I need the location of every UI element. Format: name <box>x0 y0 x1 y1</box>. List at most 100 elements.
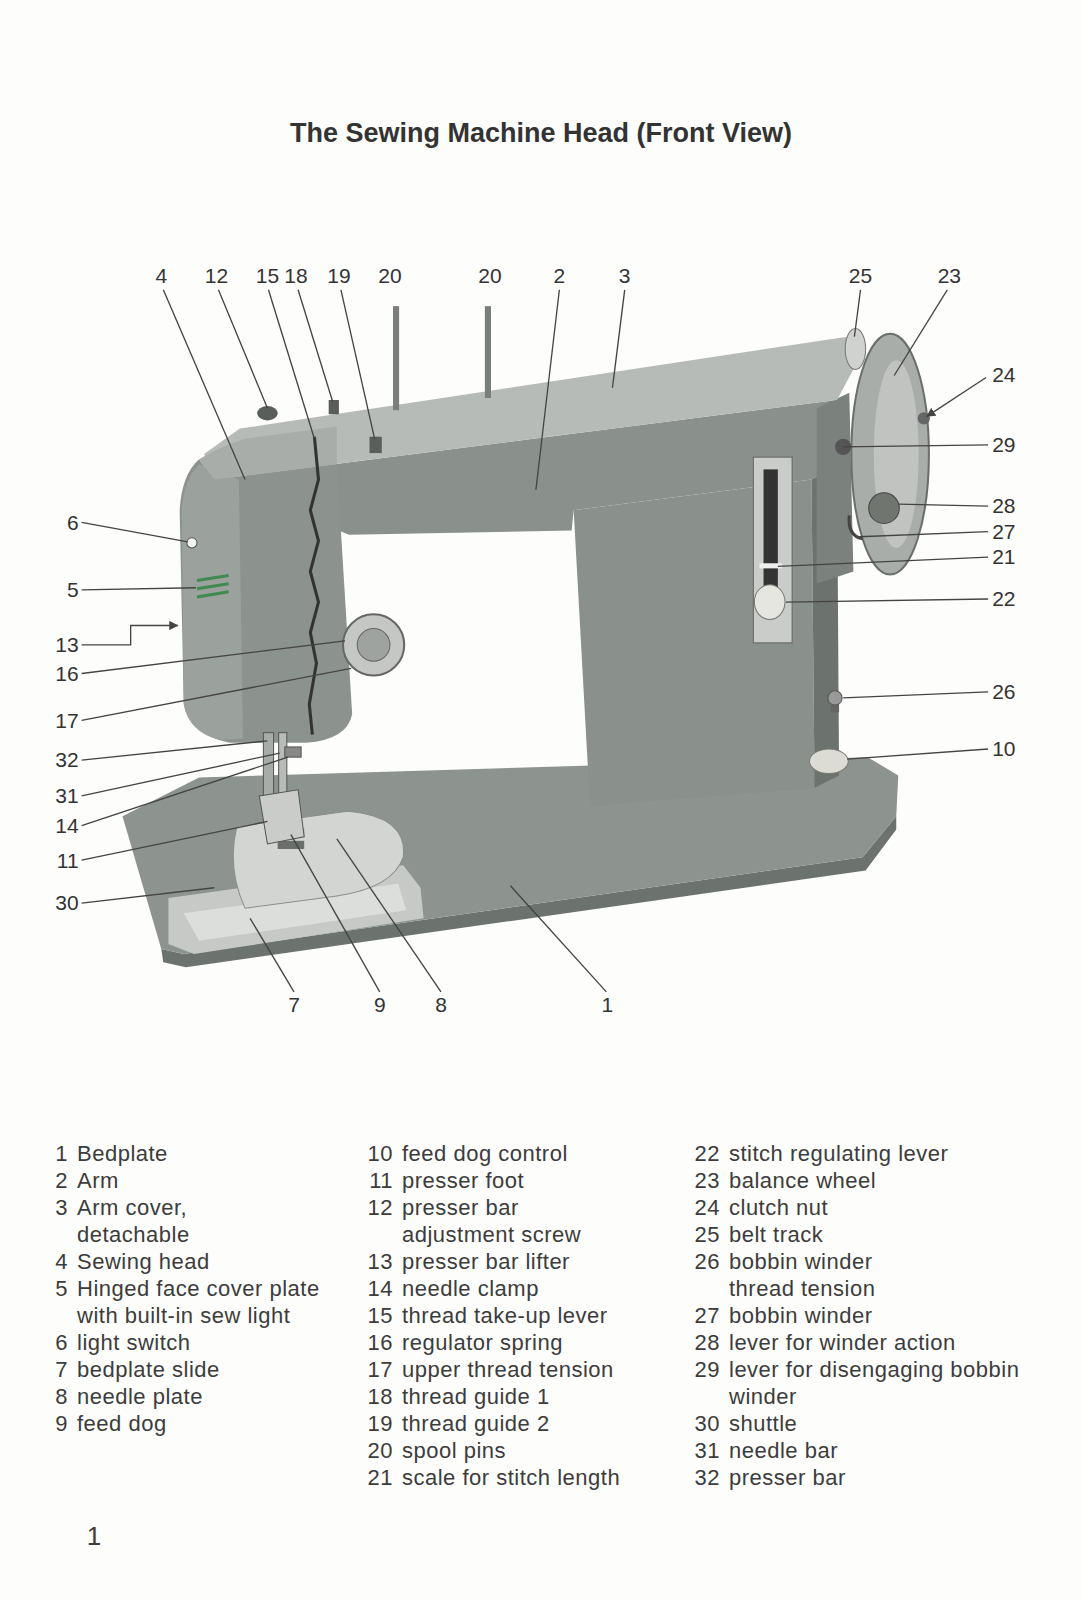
part-number: 4 <box>44 1248 68 1275</box>
part-name: presser bar lifter <box>402 1248 692 1275</box>
callout-number: 27 <box>992 520 1015 544</box>
parts-list-entry: 10feed dog control <box>363 1140 692 1167</box>
stitch-lever <box>754 585 785 620</box>
part-number: 5 <box>44 1275 68 1302</box>
callout-number: 21 <box>992 545 1015 569</box>
face-stripe <box>197 584 229 589</box>
callout-number: 23 <box>938 264 961 288</box>
part-number: 28 <box>690 1329 720 1356</box>
face-stripe <box>197 576 229 581</box>
part-name: stitch regulating lever <box>729 1140 1029 1167</box>
callout-number: 20 <box>478 264 501 288</box>
clutch-nut <box>918 412 930 424</box>
feed-dog <box>278 841 305 849</box>
parts-list-entry: 23 balance wheel <box>690 1167 1029 1194</box>
parts-list-entry: 32presser bar <box>690 1464 1029 1491</box>
leader-line <box>898 504 988 506</box>
part-number: 22 <box>690 1140 720 1167</box>
parts-list-entry: 26bobbin winder thread tension <box>690 1248 1029 1302</box>
leader-line <box>82 753 280 796</box>
callout-number: 8 <box>435 993 447 1017</box>
callout-number: 29 <box>992 433 1015 457</box>
arm-end <box>817 393 854 584</box>
leader-line <box>82 757 288 825</box>
callout-number: 12 <box>205 264 228 288</box>
part-name: presser foot <box>402 1167 692 1194</box>
leader-line <box>510 886 606 992</box>
feed-dog-control <box>809 749 848 773</box>
needle-plate <box>233 811 403 908</box>
callout-number: 5 <box>67 578 79 602</box>
part-number: 24 <box>690 1194 720 1221</box>
callout-number: 4 <box>155 264 167 288</box>
part-name: upper thread tension <box>402 1356 692 1383</box>
part-number: 23 <box>690 1167 720 1194</box>
part-number: 18 <box>363 1383 393 1410</box>
leader-line <box>843 445 988 447</box>
parts-list-column: 22 stitch regulating lever 23 balance wheel… <box>690 1140 1029 1491</box>
leader-line <box>163 290 245 480</box>
leader-line <box>894 290 947 376</box>
parts-list-entry: 12 presser bar adjustment screw <box>363 1194 692 1248</box>
parts-list-entry: 27bobbin winder <box>690 1302 1029 1329</box>
part-name: bobbin winder <box>729 1302 1029 1329</box>
parts-list-entry: 21scale for stitch length <box>363 1464 692 1491</box>
callout-number: 28 <box>992 494 1015 518</box>
leader-line <box>778 557 988 566</box>
part-name: Arm cover, detachable <box>77 1194 237 1248</box>
leader-line <box>82 668 351 720</box>
part-number: 11 <box>363 1167 393 1194</box>
part-name: lever for disengaging bobbin winder <box>729 1356 1029 1410</box>
part-name: clutch nut <box>729 1194 1029 1221</box>
parts-list-entry: 30 shuttle <box>690 1410 1029 1437</box>
callout-number: 9 <box>374 993 386 1017</box>
spool-pin <box>485 306 491 398</box>
parts-list-entry: 1Bedplate <box>44 1140 327 1167</box>
leader-line <box>82 641 345 674</box>
parts-list-entry: 31 needle bar <box>690 1437 1029 1464</box>
part-name: thread guide 2 <box>402 1410 692 1437</box>
callout-number: 1 <box>602 993 614 1017</box>
parts-list-entry: 4 Sewing head <box>44 1248 327 1275</box>
leader-line <box>268 290 314 439</box>
stitch-plate <box>753 457 792 643</box>
callout-number: 19 <box>327 264 350 288</box>
callout-number: 32 <box>55 748 78 772</box>
part-name: needle bar <box>729 1437 1029 1464</box>
needle-clamp <box>285 747 301 757</box>
part-name: Sewing head <box>77 1248 327 1275</box>
part-number: 8 <box>44 1383 68 1410</box>
parts-list-entry: 11 presser foot <box>363 1167 692 1194</box>
part-number: 12 <box>363 1194 393 1221</box>
part-number: 9 <box>44 1410 68 1437</box>
leader-line <box>927 378 986 417</box>
part-name: Hinged face cover plate with built-in se… <box>77 1275 327 1329</box>
callout-number: 3 <box>619 264 631 288</box>
leader-line <box>859 532 988 537</box>
part-name: shuttle <box>729 1410 1029 1437</box>
part-name: lever for winder action <box>729 1329 1029 1356</box>
face-cover-plate <box>182 464 243 740</box>
thread-take-up-lever <box>309 437 318 735</box>
parts-list-entry: 25belt track <box>690 1221 1029 1248</box>
part-name: needle clamp <box>402 1275 692 1302</box>
part-number: 30 <box>690 1410 720 1437</box>
leader-line <box>82 588 196 590</box>
part-name: balance wheel <box>729 1167 1029 1194</box>
part-number: 31 <box>690 1437 720 1464</box>
part-name: presser bar adjustment screw <box>402 1194 582 1248</box>
parts-list-entry: 15thread take-up lever <box>363 1302 692 1329</box>
callout-number: 30 <box>55 891 78 915</box>
page-number: 1 <box>87 1521 101 1552</box>
leader-line <box>82 522 188 541</box>
part-name: Bedplate <box>77 1140 327 1167</box>
part-name: scale for stitch length <box>402 1464 692 1491</box>
bobbin-winder <box>869 493 900 524</box>
part-number: 16 <box>363 1329 393 1356</box>
callout-number: 14 <box>55 814 78 838</box>
part-number: 17 <box>363 1356 393 1383</box>
part-number: 19 <box>363 1410 393 1437</box>
callout-number: 7 <box>288 993 300 1017</box>
leader-line <box>82 888 215 903</box>
part-number: 20 <box>363 1437 393 1464</box>
